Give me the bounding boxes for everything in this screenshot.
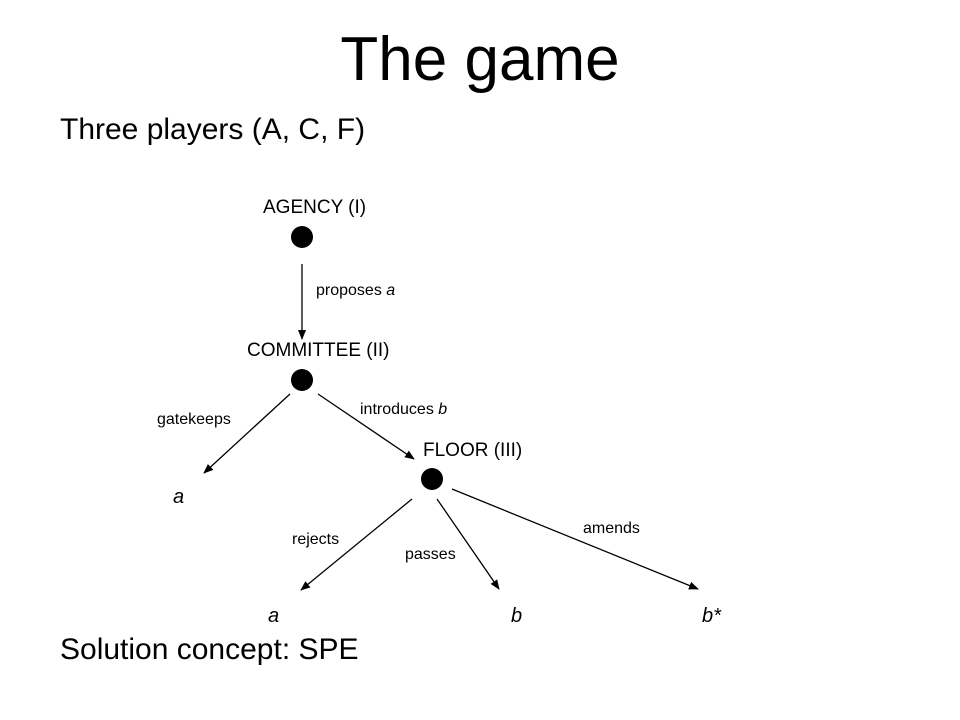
- committee-node: [291, 369, 313, 391]
- slide-title: The game: [340, 25, 620, 94]
- rejects-edge: [300, 498, 413, 591]
- players-bullet: Three players (A, C, F): [60, 113, 366, 146]
- gatekeeps-edge-label: gatekeeps: [157, 411, 231, 428]
- pass-outcome: b: [511, 605, 522, 627]
- gatekeep-outcome: a: [173, 486, 184, 508]
- committee-node-label: COMMITTEE (II): [247, 340, 389, 361]
- introduces-edge: [317, 393, 415, 460]
- floor-node-label: FLOOR (III): [423, 440, 522, 461]
- agency-node: [291, 226, 313, 248]
- amend-outcome: b*: [702, 605, 722, 627]
- agency-node-label: AGENCY (I): [263, 197, 366, 218]
- amends-edge: [451, 488, 699, 590]
- proposes-variable: a: [386, 282, 395, 299]
- introduces-variable: b: [438, 401, 447, 418]
- proposes-edge-label: proposes a: [316, 282, 395, 299]
- gatekeeps-edge: [203, 393, 291, 474]
- floor-node: [421, 468, 443, 490]
- passes-edge-label: passes: [405, 546, 456, 563]
- reject-outcome: a: [268, 605, 279, 627]
- solution-concept-bullet: Solution concept: SPE: [60, 633, 359, 666]
- rejects-edge-label: rejects: [292, 531, 339, 548]
- passes-edge: [436, 498, 500, 590]
- introduces-edge-label: introduces b: [360, 401, 447, 418]
- introduces-text: introduces: [360, 401, 438, 418]
- amends-edge-label: amends: [583, 520, 640, 537]
- proposes-text: proposes: [316, 282, 386, 299]
